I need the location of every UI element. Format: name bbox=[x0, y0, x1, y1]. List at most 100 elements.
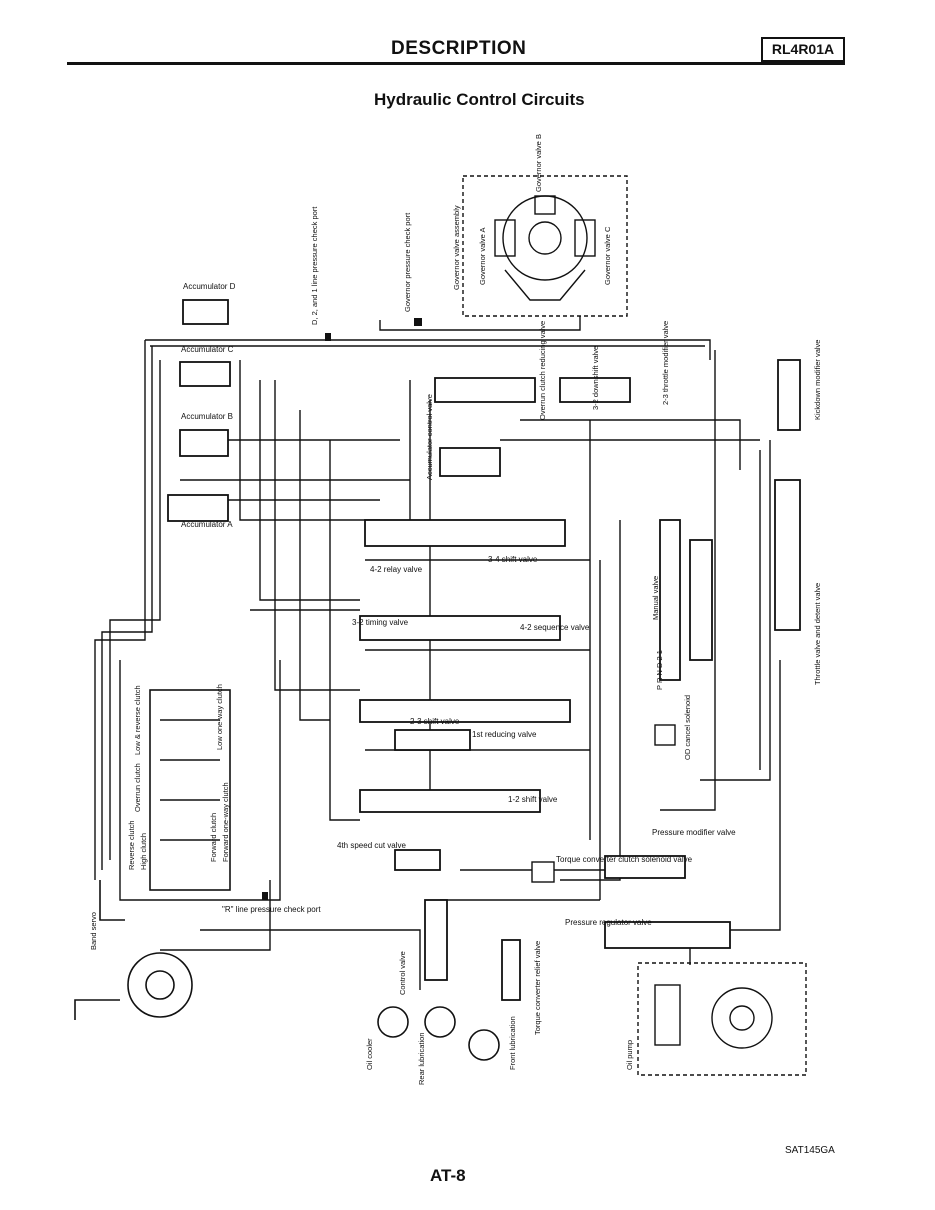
oil-pump-rotor bbox=[711, 987, 773, 1049]
governor-check-port bbox=[414, 318, 422, 326]
label-pressure-modifier: Pressure modifier valve bbox=[652, 828, 736, 837]
oil-pump-port bbox=[654, 984, 681, 1046]
governor-feed-line bbox=[379, 316, 581, 331]
label-forward-clutch: Forward clutch bbox=[209, 813, 218, 862]
label-kickdown-modifier: Kickdown modifier valve bbox=[813, 340, 822, 420]
main-line-top bbox=[145, 339, 711, 360]
label-throttle-detent: Throttle valve and detent valve bbox=[813, 583, 822, 685]
page-number: AT-8 bbox=[430, 1166, 466, 1185]
label-accumulator-d: Accumulator D bbox=[183, 282, 236, 291]
lower-left-loop bbox=[119, 660, 281, 901]
tcc-solenoid-symbol bbox=[531, 861, 555, 883]
vb-line-2 bbox=[259, 380, 360, 601]
label-accumulator-c: Accumulator C bbox=[181, 345, 234, 354]
label-shift-3-4: 3-4 shift valve bbox=[488, 555, 538, 564]
label-relay-4-2: 4-2 relay valve bbox=[370, 565, 423, 574]
label-speed-cut-4th: 4th speed cut valve bbox=[337, 841, 406, 850]
label-manual-valve: Manual valve bbox=[651, 576, 660, 620]
label-band-servo: Band servo bbox=[89, 912, 98, 950]
vb-line-18 bbox=[520, 419, 741, 470]
oil-pump-hub bbox=[729, 1005, 755, 1031]
label-relief-valve: Torque converter relief valve bbox=[533, 941, 542, 1035]
label-low-one-way-clutch: Low one-way clutch bbox=[215, 684, 224, 750]
transmission-case bbox=[149, 689, 231, 891]
band-servo-symbol bbox=[99, 880, 125, 921]
label-oil-pump: Oil pump bbox=[625, 1040, 634, 1070]
label-timing-3-2: 3-2 timing valve bbox=[352, 618, 409, 627]
speed-cut-valve-body bbox=[394, 849, 441, 871]
label-downshift-3-2: 3-2 downshift valve bbox=[591, 346, 600, 410]
right-trunk-1 bbox=[660, 350, 716, 811]
overrun-reducing-valve-body bbox=[434, 377, 536, 403]
label-control-valve: Control valve bbox=[398, 951, 407, 995]
accumulator-control-valve-body bbox=[439, 447, 501, 477]
governor-assembly-box bbox=[462, 175, 628, 317]
label-overrun-clutch: Overrun clutch bbox=[133, 763, 142, 812]
left-trunk-2 bbox=[101, 346, 153, 870]
label-r-check-port: "R" line pressure check port bbox=[222, 905, 321, 914]
accumulator-c-body bbox=[179, 361, 231, 387]
accumulator-a-body bbox=[167, 494, 229, 522]
oil-cooler-gauge bbox=[377, 1006, 409, 1038]
vb-line-10 bbox=[560, 520, 621, 881]
label-front-lubrication: Front lubrication bbox=[508, 1016, 517, 1070]
vb-line-1 bbox=[239, 360, 380, 521]
label-throttle-modifier-2-3: 2-3 throttle modifier valve bbox=[661, 321, 670, 405]
label-shift-2-3: 2-3 shift valve bbox=[410, 717, 460, 726]
right-trunk-2 bbox=[700, 440, 771, 781]
oil-pump-box bbox=[637, 962, 807, 1076]
model-code-box: RL4R01A bbox=[761, 37, 845, 62]
page-title: Hydraulic Control Circuits bbox=[374, 90, 585, 109]
accumulator-d-body bbox=[182, 299, 229, 325]
label-od-cancel-solenoid: OD cancel solenoid bbox=[683, 695, 692, 760]
left-trunk-1 bbox=[94, 340, 146, 880]
od-cancel-solenoid-symbol bbox=[654, 724, 676, 746]
vb-line-5 bbox=[329, 440, 360, 821]
shift-2-3-valve-body bbox=[359, 699, 571, 723]
relief-valve-body bbox=[501, 939, 521, 1001]
label-sequence-4-2: 4-2 sequence valve bbox=[520, 623, 590, 632]
kickdown-modifier-body bbox=[777, 359, 801, 431]
timing-sequence-valve-body bbox=[359, 615, 561, 641]
r-check-port bbox=[262, 892, 268, 900]
downshift-valve-body bbox=[559, 377, 631, 403]
label-low-reverse-clutch: Low & reverse clutch bbox=[133, 685, 142, 755]
label-high-clutch: High clutch bbox=[139, 833, 148, 870]
governor-valve-a-spool bbox=[494, 219, 516, 257]
label-overrun-reducing: Overrun clutch reducing valve bbox=[538, 321, 547, 420]
label-governor-check-port: Governor pressure check port bbox=[403, 212, 412, 312]
label-first-reducing: 1st reducing valve bbox=[472, 730, 537, 739]
manual-valve-body bbox=[659, 519, 681, 681]
label-governor-c: Governor valve C bbox=[603, 226, 612, 285]
label-tcc-solenoid: Torque converter clutch solenoid valve bbox=[556, 855, 693, 864]
label-oil-cooler: Oil cooler bbox=[365, 1038, 374, 1070]
label-d21-check-port: D, 2, and 1 line pressure check port bbox=[310, 206, 319, 325]
label-governor-b: Governor valve B bbox=[534, 134, 543, 192]
label-accumulator-b: Accumulator B bbox=[181, 412, 233, 421]
governor-flange bbox=[504, 269, 586, 301]
label-governor-a: Governor valve A bbox=[478, 227, 487, 285]
header-rule bbox=[67, 62, 845, 65]
label-pressure-regulator: Pressure regulator valve bbox=[565, 918, 652, 927]
front-lubrication-gauge bbox=[468, 1029, 500, 1061]
governor-shaft bbox=[528, 221, 562, 255]
bottom-line-2 bbox=[160, 880, 271, 951]
vb-line-3 bbox=[274, 380, 360, 691]
torque-converter-hub bbox=[145, 970, 175, 1000]
accumulator-b-body bbox=[179, 429, 229, 457]
rear-lubrication-gauge bbox=[424, 1006, 456, 1038]
label-accumulator-a: Accumulator A bbox=[181, 520, 233, 529]
governor-valve-c-spool bbox=[574, 219, 596, 257]
torque-converter bbox=[127, 952, 193, 1018]
transmission-clutch-packs bbox=[160, 719, 220, 841]
left-trunk-3 bbox=[109, 360, 161, 860]
label-manual-positions: P R N D 2 1 bbox=[655, 650, 664, 690]
label-forward-one-way-clutch: Forward one-way clutch bbox=[221, 782, 230, 862]
right-lower-line bbox=[730, 660, 781, 931]
label-rear-lubrication: Rear lubrication bbox=[417, 1032, 426, 1085]
first-reducing-valve-body bbox=[394, 729, 471, 751]
governor-valve-b-spool bbox=[534, 195, 556, 215]
label-reverse-clutch: Reverse clutch bbox=[127, 820, 136, 870]
bottom-main-line bbox=[200, 929, 421, 990]
